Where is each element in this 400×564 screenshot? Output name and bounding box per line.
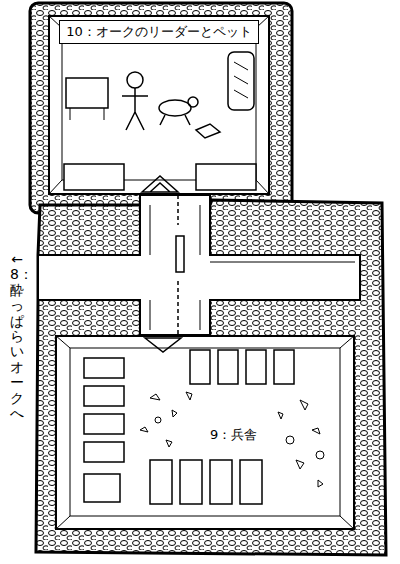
rock-wall [30,3,292,213]
clutter [140,392,324,487]
corridor [38,195,360,335]
stairs [145,338,181,352]
corridor-edge [150,205,355,330]
room-floor [70,348,340,516]
corridor-link [177,195,179,335]
wall-edge [55,335,355,530]
table [66,78,108,108]
room-floor [62,28,256,180]
banner [228,52,254,110]
crate [64,164,124,190]
direction-label: ←8：酔っぱらいオークへ [10,252,24,421]
table-leg [70,108,104,120]
banner-mark [234,62,248,98]
room-outline: 10：オークのリーダーとペット [48,15,270,195]
orc-figure [122,72,220,138]
chest [84,474,120,502]
stairs [142,176,178,192]
wall-edge [48,15,270,195]
door [176,236,184,272]
bed [84,350,294,504]
room-title: 10：オークのリーダーとペット [59,20,259,44]
room-outline: 9：兵舎 [55,335,355,530]
room-floor [55,335,355,530]
room-label: 9：兵舎 [207,425,260,445]
crate [196,164,256,190]
room-floor [48,15,270,195]
